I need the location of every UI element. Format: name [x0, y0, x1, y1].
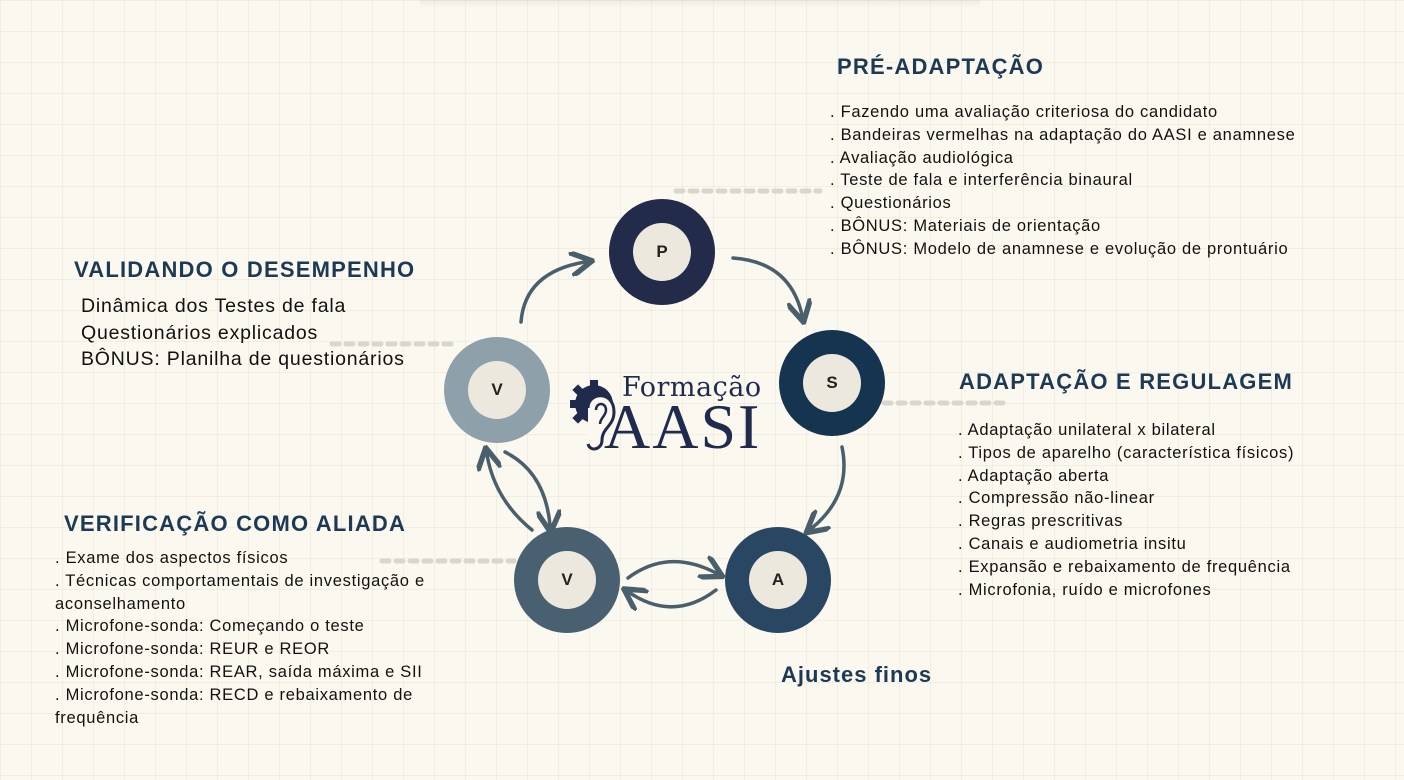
list-item: . Canais e audiometria insitu	[958, 534, 1187, 553]
logo-formacao-aasi: Formação AASI	[568, 372, 762, 462]
heading-pre-adaptacao: PRÉ-ADAPTAÇÃO	[837, 54, 1045, 79]
node-a-label: A	[749, 551, 807, 609]
arrow-s-to-a	[812, 445, 846, 528]
heading-ajustes-finos: Ajustes finos	[781, 662, 933, 687]
node-s: S	[779, 330, 885, 436]
ear-gear-icon	[570, 380, 616, 451]
list-item: . Microfonia, ruído e microfones	[958, 580, 1212, 599]
list-item: . Avaliação audiológica	[830, 148, 1014, 167]
list-item: . BÔNUS: Modelo de anamnese e evolução d…	[830, 239, 1289, 258]
arrow-v-to-a	[626, 562, 716, 578]
logo-text-formacao: Formação	[622, 372, 762, 403]
arrow-a-to-v	[630, 590, 718, 607]
node-p-label: P	[633, 223, 691, 281]
logo-text-aasi: AASI	[604, 391, 762, 462]
node-v-left: V	[444, 337, 550, 443]
node-v-bottom-label: V	[538, 551, 596, 609]
list-item: Questionários explicados	[81, 321, 319, 344]
node-a: A	[725, 527, 831, 633]
node-s-label: S	[803, 354, 861, 412]
list-item: . Microfone-sonda: RECD e rebaixamento d…	[55, 685, 413, 727]
list-item: Dinâmica dos Testes de fala	[81, 295, 347, 317]
heading-verificacao: VERIFICAÇÃO COMO ALIADA	[64, 511, 407, 536]
node-v-bottom: V	[514, 527, 620, 633]
list-item: . Microfone-sonda: REUR e REOR	[55, 640, 331, 659]
heading-adaptacao-regulagem: ADAPTAÇÃO E REGULAGEM	[959, 369, 1294, 394]
list-item: . Bandeiras vermelhas na adaptação do AA…	[830, 125, 1296, 144]
list-item: . Compressão não-linear	[958, 489, 1155, 508]
list-item: BÔNUS: Planilha de questionários	[81, 348, 405, 370]
list-item: . Exame dos aspectos físicos	[55, 549, 289, 567]
node-v-left-label: V	[468, 361, 526, 419]
list-item: . Adaptação aberta	[958, 466, 1110, 485]
list-item: . Adaptação unilateral x bilateral	[958, 421, 1216, 439]
node-p: P	[609, 199, 715, 305]
list-item: . Teste de fala e interferência binaural	[830, 171, 1133, 190]
list-item: . Fazendo uma avaliação criteriosa do ca…	[830, 103, 1218, 121]
arrow-vbottom-to-vleft	[487, 455, 534, 532]
list-pre-adaptacao: . Fazendo uma avaliação criteriosa do ca…	[830, 101, 1295, 261]
heading-validando: VALIDANDO O DESEMPENHO	[74, 257, 416, 282]
list-item: . Microfone-sonda: Começando o teste	[55, 617, 365, 636]
arrow-vleft-to-vbottom	[503, 450, 550, 525]
top-shadow	[420, 0, 980, 8]
list-adaptacao-regulagem: . Adaptação unilateral x bilateral . Tipo…	[958, 419, 1294, 601]
list-item: . Questionários	[830, 194, 952, 213]
arrow-vleft-to-p	[519, 262, 585, 324]
list-item: . Regras prescritivas	[958, 512, 1124, 531]
list-item: . Expansão e rebaixamento de frequência	[958, 557, 1291, 576]
list-item: . Microfone-sonda: REAR, saída máxima e …	[55, 662, 423, 681]
arrow-p-to-s	[731, 256, 802, 315]
list-item: . Tipos de aparelho (característica físi…	[958, 443, 1295, 462]
list-verificacao: . Exame dos aspectos físicos . Técnicas c…	[55, 547, 475, 729]
list-item: . BÔNUS: Materiais de orientação	[830, 216, 1101, 235]
list-item: . Técnicas comportamentais de investigaç…	[55, 571, 425, 613]
